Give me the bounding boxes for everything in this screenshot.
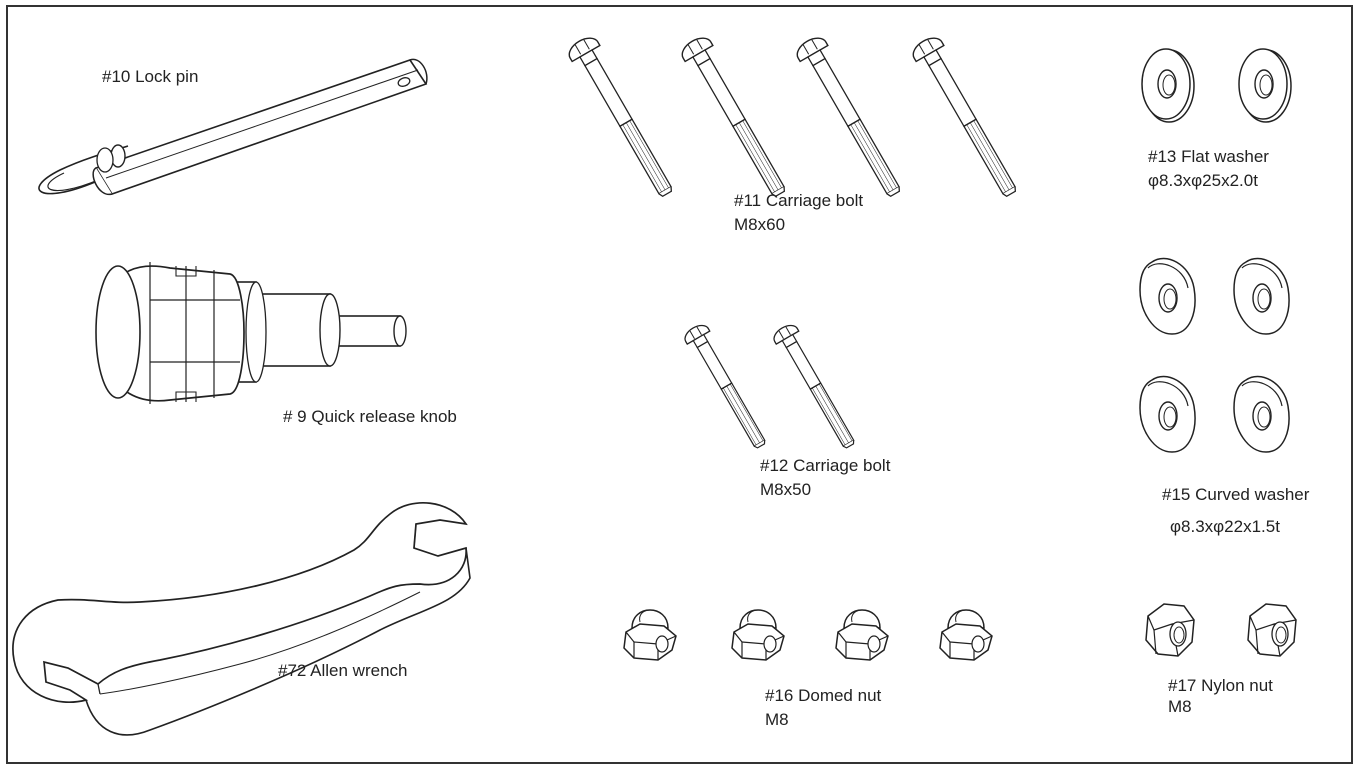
- part-17-size: M8: [1168, 697, 1192, 716]
- part-17-label: #17 Nylon nut: [1168, 676, 1273, 695]
- part-16-label: #16 Domed nut: [765, 686, 882, 705]
- part-15-size: φ8.3xφ22x1.5t: [1170, 517, 1280, 536]
- flat-washer-icon: [1238, 48, 1292, 123]
- part-9-label: # 9 Quick release knob: [283, 407, 457, 426]
- nylon-nut-icon: [1247, 603, 1297, 657]
- part-11-label: #11 Carriage bolt: [734, 191, 863, 210]
- part-72-label: #72 Allen wrench: [278, 661, 407, 680]
- part-11-size: M8x60: [734, 215, 785, 234]
- part-12-label: #12 Carriage bolt: [760, 456, 891, 475]
- part-13-label: #13 Flat washer: [1148, 147, 1269, 166]
- wrench-icon: [12, 501, 471, 736]
- quick-release-knob-icon: [95, 262, 407, 404]
- lock-pin-icon: [38, 58, 428, 195]
- part-16-size: M8: [765, 710, 789, 729]
- flat-washer-icon: [1141, 48, 1195, 123]
- part-12-size: M8x50: [760, 480, 811, 499]
- part-15-label: #15 Curved washer: [1162, 485, 1310, 504]
- nylon-nut-icon: [1145, 603, 1195, 657]
- part-13-size: φ8.3xφ25x2.0t: [1148, 171, 1258, 190]
- part-10-label: #10 Lock pin: [102, 67, 198, 86]
